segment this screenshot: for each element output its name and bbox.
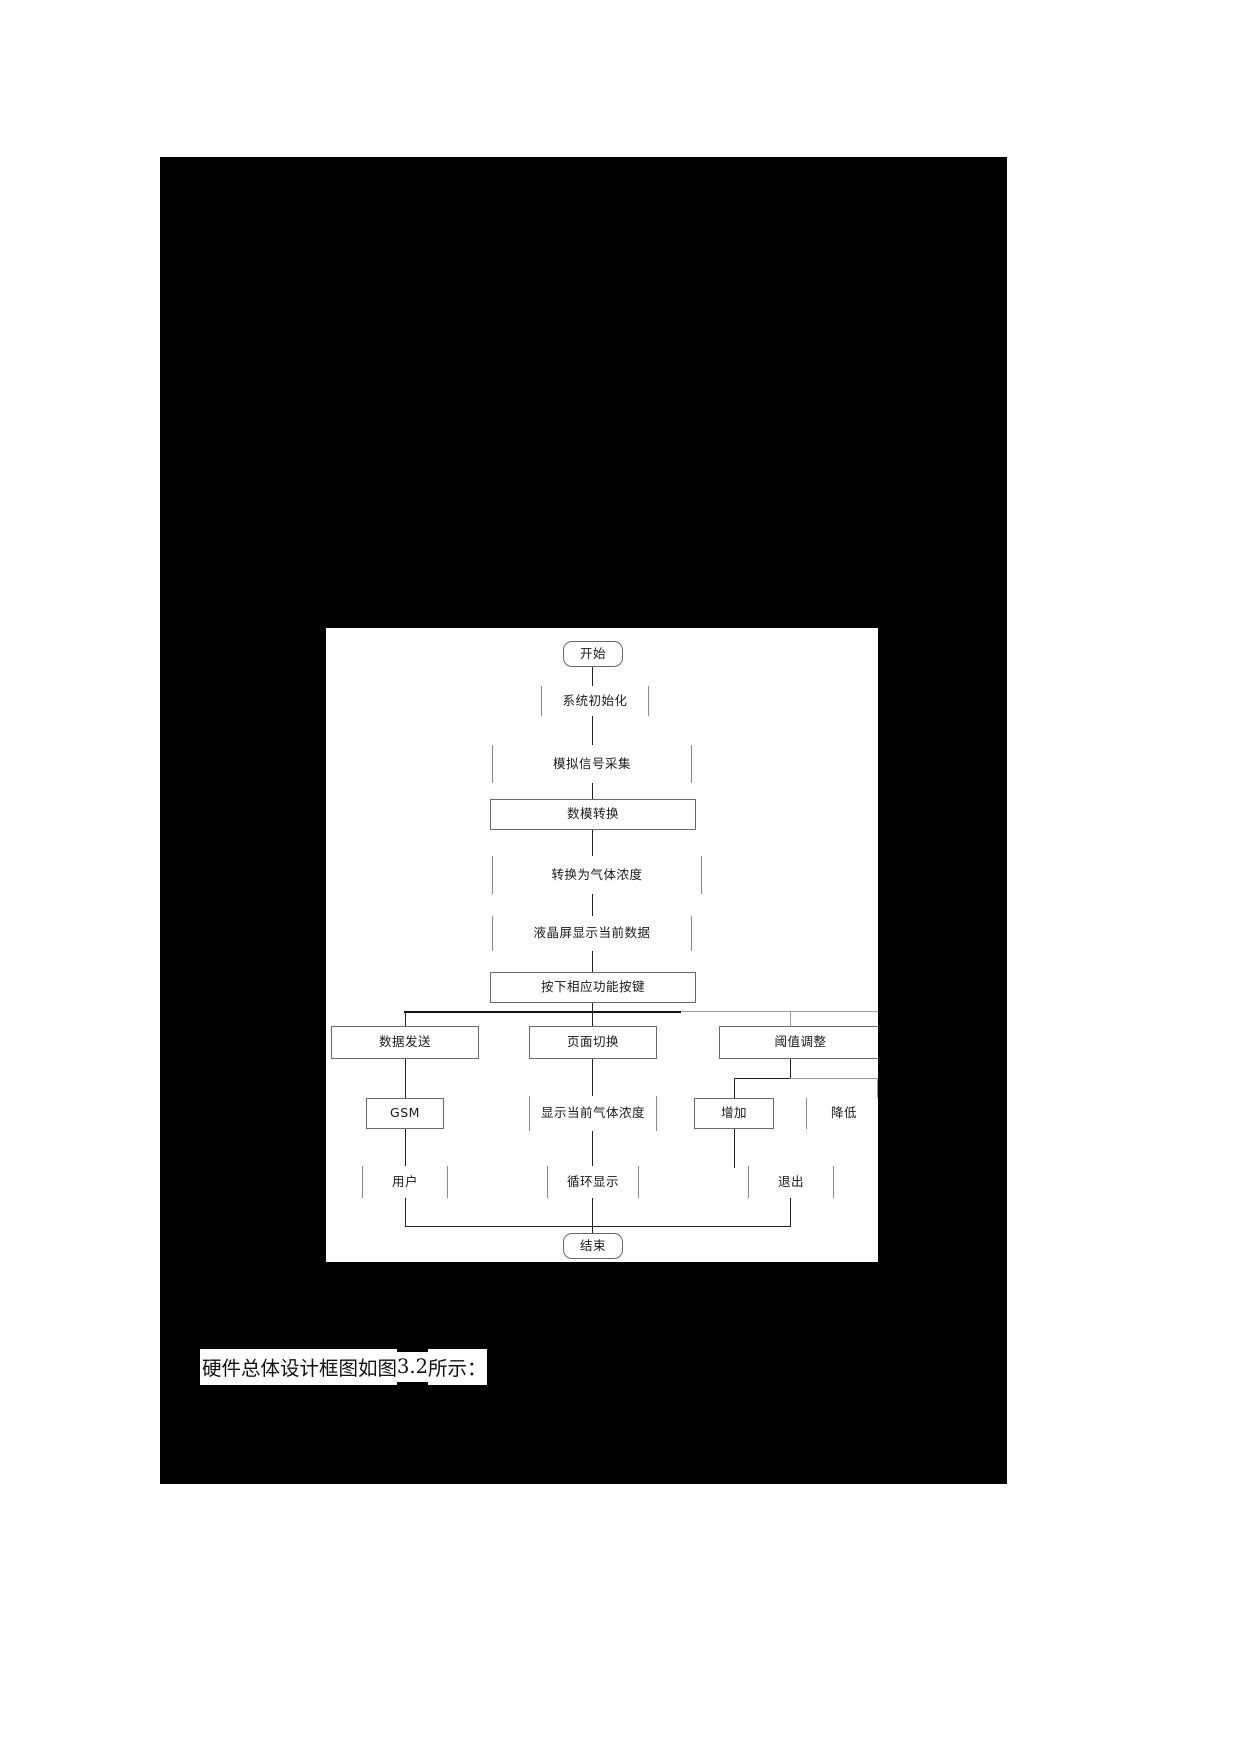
connector-bus-to-data-send (405, 1011, 406, 1028)
flow-node-loop-display: 循环显示 (547, 1166, 639, 1198)
flow-node-end-label: 结束 (579, 1237, 606, 1253)
flow-node-lcd-display: 液晶屏显示当前数据 (492, 916, 692, 951)
flow-node-start-label: 开始 (579, 645, 606, 661)
branch-bus-right (681, 1011, 878, 1012)
flow-node-analog-acquire: 模拟信号采集 (492, 745, 692, 783)
flow-node-threshold-adjust: 阈值调整 (719, 1026, 878, 1059)
connector-bus-to-threshold (790, 1011, 791, 1028)
flow-node-increase-label: 增加 (720, 1105, 747, 1121)
flow-node-show-gas-label: 显示当前气体浓度 (540, 1105, 645, 1121)
branch-bus-left (404, 1011, 681, 1013)
flow-node-press-key-label: 按下相应功能按键 (540, 979, 645, 995)
flow-node-to-concentration: 转换为气体浓度 (492, 856, 702, 894)
connector-adc-to-concentration (592, 830, 593, 860)
connector-concentration-to-lcd (592, 894, 593, 918)
flowchart-canvas: 开始 系统初始化 模拟信号采集 数模转换 转换为气体浓度 液晶屏显示当前数据 按… (326, 628, 878, 1262)
flow-node-page-switch-label: 页面切换 (566, 1034, 619, 1050)
connector-data-send-to-gsm (405, 1059, 406, 1100)
connector-user-down (405, 1198, 406, 1227)
merge-bus (405, 1226, 791, 1227)
flow-node-threshold-adjust-label: 阈值调整 (774, 1034, 827, 1050)
flow-node-press-key: 按下相应功能按键 (490, 972, 696, 1003)
caption-segment-c: 所示： (428, 1349, 487, 1385)
connector-threshold-to-decrease (877, 1078, 878, 1100)
caption-segment-a: 硬件总体设计框图如图 (200, 1349, 398, 1385)
connector-loop-down (592, 1198, 593, 1227)
flow-node-decrease-label: 降低 (830, 1105, 857, 1121)
flow-node-user: 用户 (362, 1166, 448, 1198)
flow-node-exit-label: 退出 (777, 1173, 804, 1189)
flow-node-ad-convert: 数模转换 (490, 799, 696, 830)
caption-segment-b: 3.2 (397, 1352, 429, 1382)
connector-init-to-acquire (592, 716, 593, 747)
connector-threshold-down (790, 1059, 791, 1079)
flow-node-loop-display-label: 循环显示 (566, 1173, 619, 1189)
connector-exit-down (790, 1198, 791, 1227)
flow-node-ad-convert-label: 数模转换 (566, 806, 619, 822)
connector-threshold-to-increase (734, 1078, 735, 1100)
connector-threshold-split-left (734, 1078, 790, 1079)
flow-node-data-send-label: 数据发送 (378, 1034, 431, 1050)
connector-merge-to-end (592, 1226, 593, 1235)
flow-node-show-gas: 显示当前气体浓度 (529, 1096, 657, 1131)
connector-acquire-to-adc (592, 783, 593, 810)
flow-node-page-switch: 页面切换 (529, 1026, 657, 1059)
flow-node-data-send: 数据发送 (331, 1026, 479, 1059)
flow-node-increase: 增加 (694, 1098, 774, 1129)
flow-node-start: 开始 (563, 641, 623, 667)
connector-show-gas-to-loop (592, 1131, 593, 1168)
flow-node-decrease: 降低 (806, 1098, 878, 1129)
connector-increase-to-exit (734, 1129, 735, 1168)
flow-node-gsm-label: GSM (390, 1105, 420, 1121)
flow-node-end: 结束 (563, 1233, 623, 1259)
flow-node-to-concentration-label: 转换为气体浓度 (551, 866, 643, 882)
connector-gsm-to-user (405, 1129, 406, 1168)
flow-node-gsm: GSM (366, 1098, 444, 1129)
flow-node-system-init-label: 系统初始化 (562, 692, 628, 708)
connector-threshold-split-right (790, 1078, 878, 1079)
flow-node-exit: 退出 (748, 1166, 834, 1198)
connector-start-to-init (592, 667, 593, 688)
connector-lcd-to-key (592, 951, 593, 974)
flow-node-user-label: 用户 (391, 1173, 418, 1189)
flow-node-analog-acquire-label: 模拟信号采集 (552, 755, 631, 771)
flow-node-lcd-display-label: 液晶屏显示当前数据 (533, 925, 651, 941)
connector-page-switch-to-show-gas (592, 1059, 593, 1100)
connector-key-to-bus (592, 1003, 593, 1011)
flow-node-system-init: 系统初始化 (541, 686, 649, 716)
connector-bus-to-page-switch (592, 1011, 593, 1028)
